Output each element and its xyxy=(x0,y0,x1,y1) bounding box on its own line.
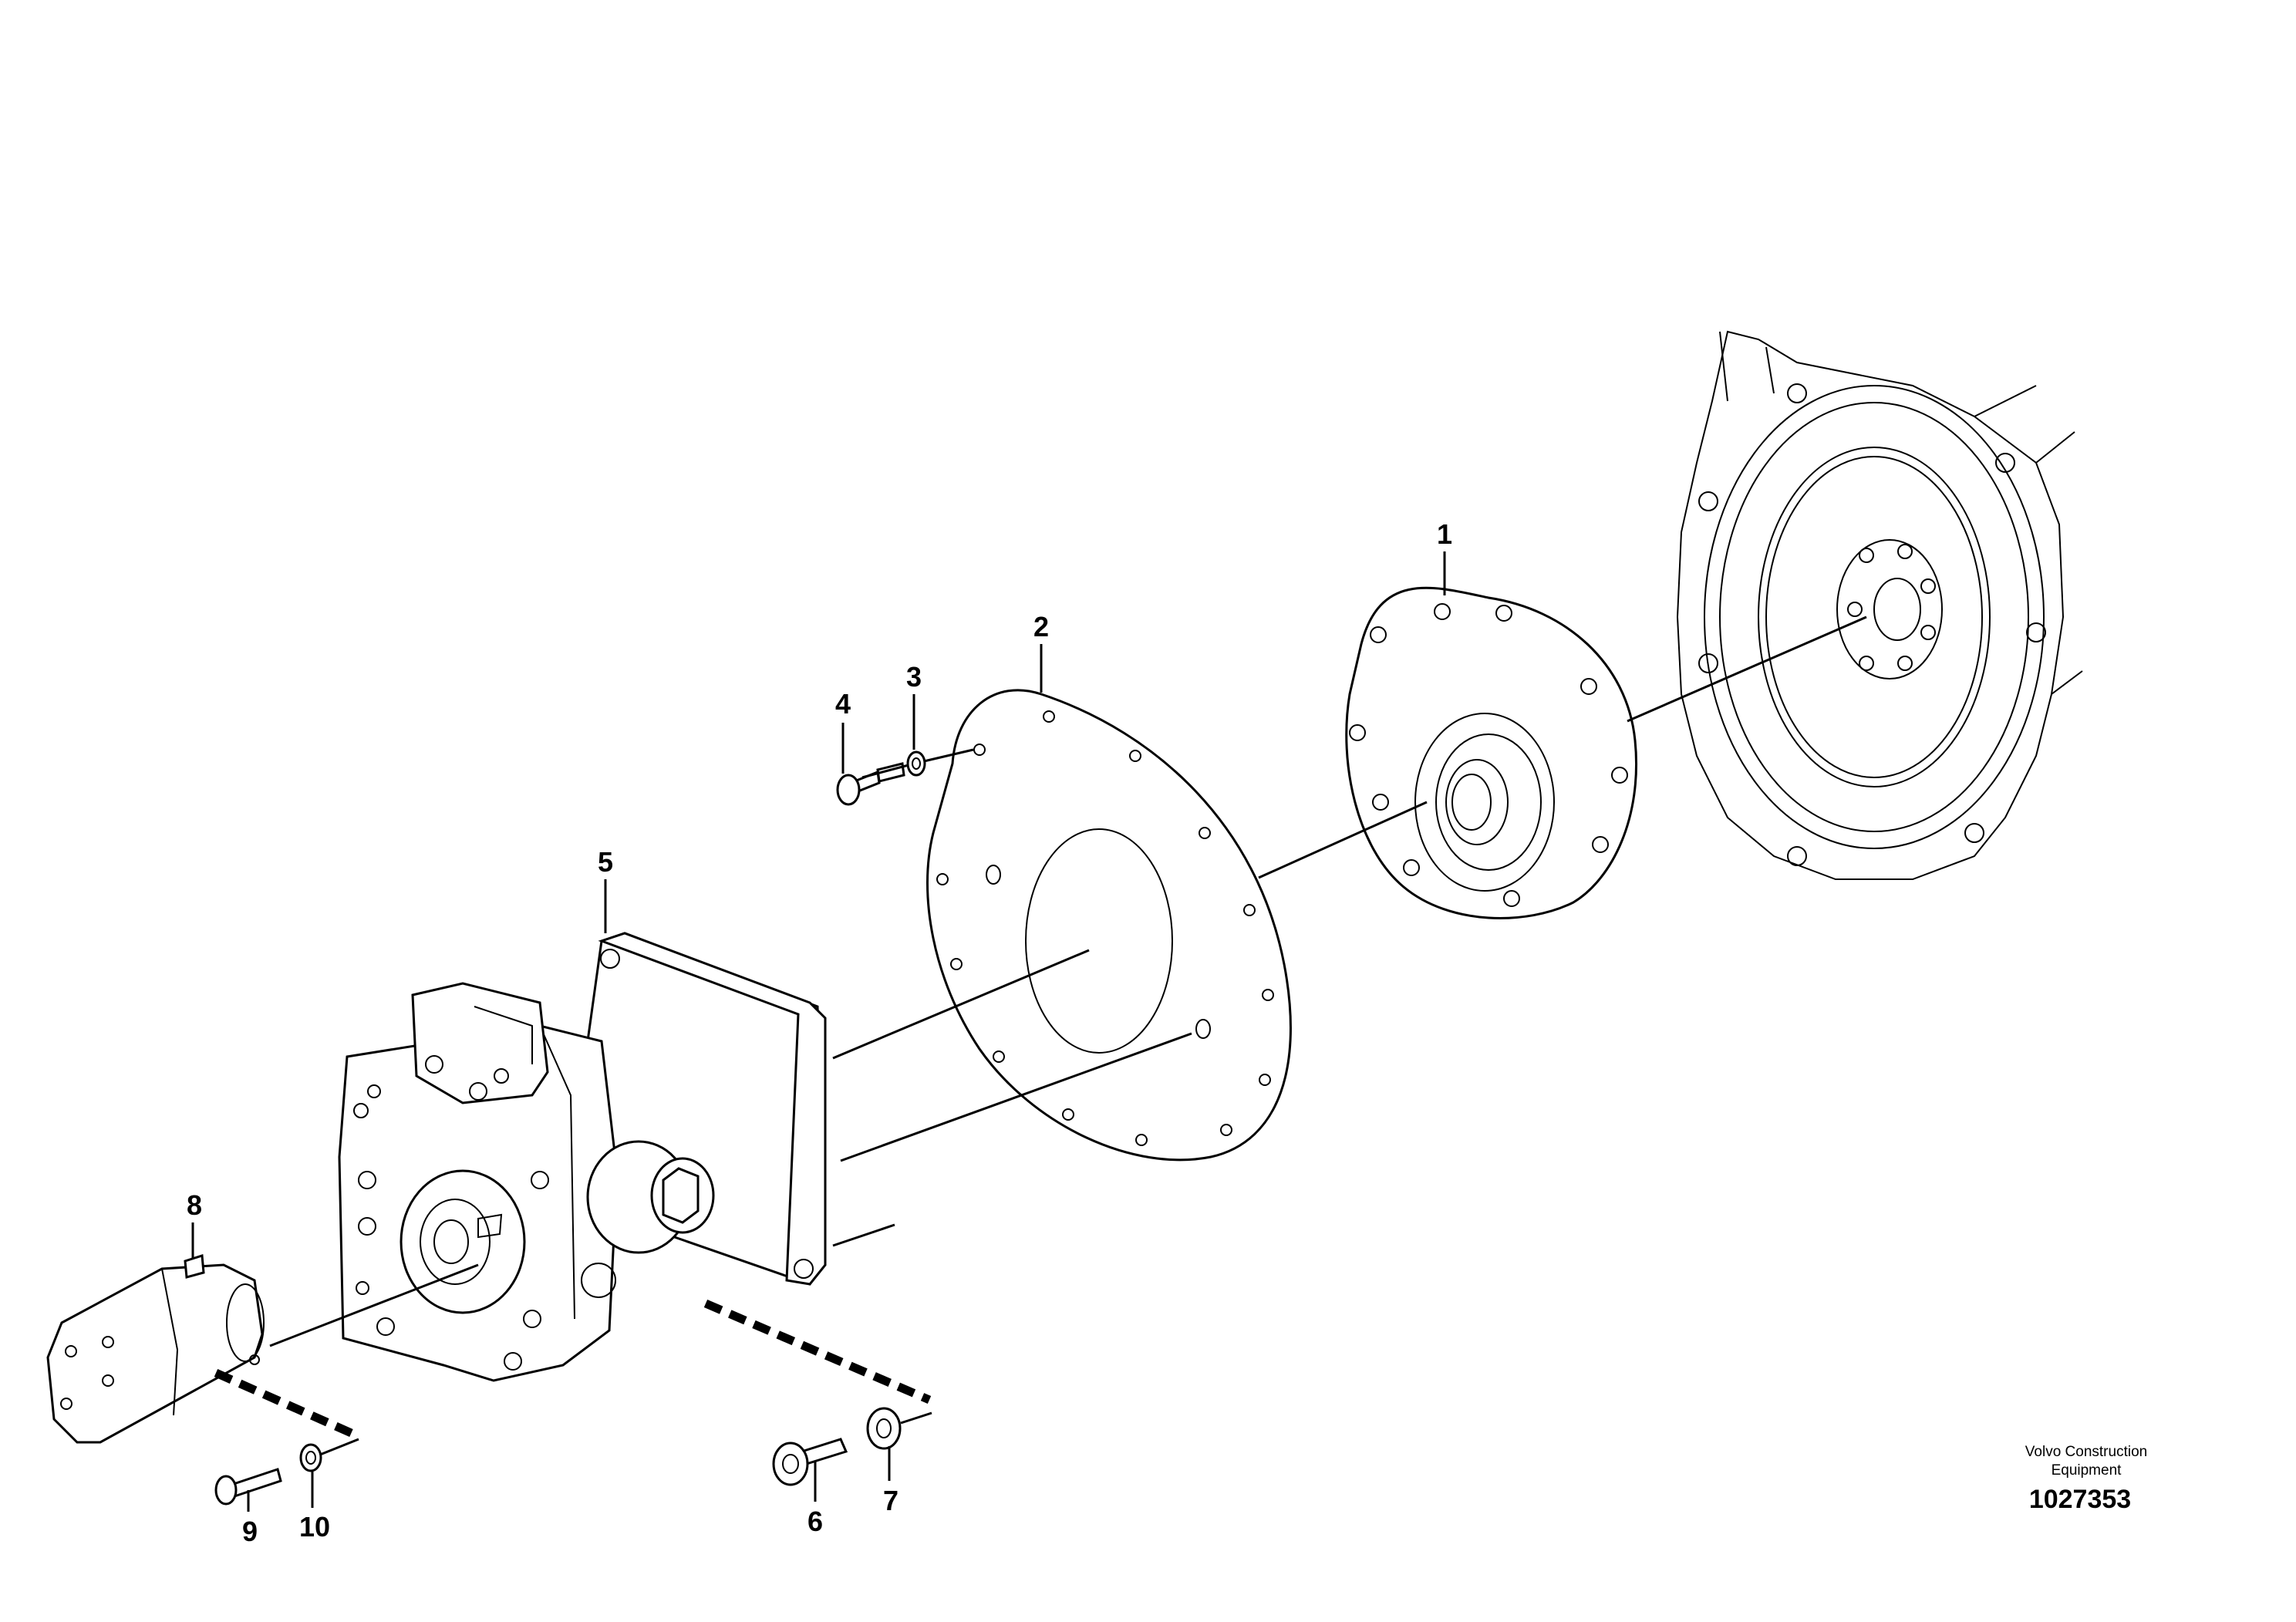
company-credit: Volvo Construction Equipment xyxy=(1986,1443,2186,1480)
callout-6: 6 xyxy=(807,1506,823,1537)
company-name-line1: Volvo Construction xyxy=(2025,1444,2148,1460)
callout-5: 5 xyxy=(598,846,613,878)
washer-7 xyxy=(866,1407,902,1450)
assembly-lines xyxy=(214,615,1867,1456)
screw-9 xyxy=(214,1468,282,1506)
washer-3 xyxy=(906,750,926,777)
washer-10 xyxy=(299,1443,322,1472)
callout-2: 2 xyxy=(1033,611,1049,642)
callout-7: 7 xyxy=(883,1485,899,1516)
engine-flywheel-housing xyxy=(1676,330,2083,880)
flex-plate-coupling xyxy=(1345,586,1637,919)
callout-1: 1 xyxy=(1437,518,1452,550)
auxiliary-pump xyxy=(46,1254,265,1444)
callout-3: 3 xyxy=(906,661,922,693)
document-number: 1027353 xyxy=(2028,1485,2132,1514)
callout-10: 10 xyxy=(299,1511,330,1543)
callout-9: 9 xyxy=(242,1516,258,1547)
hydraulic-pump xyxy=(338,932,827,1382)
callout-8: 8 xyxy=(187,1189,202,1221)
company-name-line2: Equipment xyxy=(2051,1462,2122,1479)
leader-lines xyxy=(191,551,1446,1512)
callout-4: 4 xyxy=(835,688,851,720)
adapter-plate xyxy=(926,689,1292,1162)
screw-6 xyxy=(772,1438,848,1486)
